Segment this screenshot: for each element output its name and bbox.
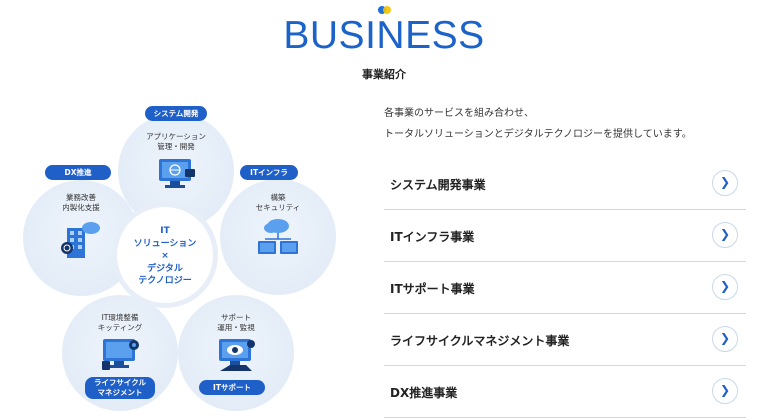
petal-caption: アプリケーション	[146, 132, 206, 141]
description-line: 各事業のサービスを組み合わせ、	[384, 108, 534, 119]
center-line: ×	[161, 251, 169, 261]
menu-item-label: ITサポート事業	[390, 282, 475, 296]
petal-caption: 業務改善	[66, 193, 96, 202]
chevron-right-icon[interactable]: ❯	[712, 326, 738, 352]
petal-caption: セキュリティ	[255, 203, 301, 212]
pill-it-support: ITサポート	[199, 380, 265, 395]
center-line: IT	[160, 226, 170, 236]
pill-lifecycle-management: ライフサイクル マネジメント	[85, 377, 155, 399]
menu-item-lifecycle-management[interactable]: ライフサイクルマネジメント事業 ❯	[384, 314, 746, 366]
menu-item-it-infra[interactable]: ITインフラ事業 ❯	[384, 210, 746, 262]
chevron-right-icon[interactable]: ❯	[712, 274, 738, 300]
center-line: ソリューション	[133, 238, 197, 249]
petal-it-infra: 構築 セキュリティ	[220, 179, 336, 295]
menu-item-label: システム開発事業	[390, 178, 486, 192]
pill-system-development: システム開発	[145, 106, 207, 121]
chevron-right-icon[interactable]: ❯	[712, 378, 738, 404]
section-title: BUSINESS	[283, 14, 485, 57]
center-line: テクノロジー	[138, 276, 192, 286]
section-subtitle: 事業紹介	[362, 68, 406, 81]
menu-item-it-support[interactable]: ITサポート事業 ❯	[384, 262, 746, 314]
cloud-server-icon	[258, 219, 298, 254]
pill-line: マネジメント	[97, 388, 143, 397]
business-menu: システム開発事業 ❯ ITインフラ事業 ❯ ITサポート事業 ❯ ライフサイクル…	[384, 158, 746, 418]
building-cloud-icon	[61, 222, 100, 258]
chevron-right-icon[interactable]: ❯	[712, 222, 738, 248]
logo-dots-icon	[378, 6, 392, 14]
petal-caption: 管理・開発	[157, 142, 195, 151]
petal-caption: 内製化支援	[62, 203, 100, 212]
business-description: 各事業のサービスを組み合わせ、 トータルソリューションとデジタルテクノロジーを提…	[384, 103, 692, 145]
diagram-center: IT ソリューション × デジタル テクノロジー	[117, 207, 213, 303]
petal-dx-promotion: 業務改善 内製化支援	[23, 180, 139, 296]
petal-caption: 構築	[270, 193, 286, 202]
petal-caption: 運用・監視	[217, 323, 255, 332]
petal-caption: IT環境整備	[101, 313, 139, 322]
menu-item-dx-promotion[interactable]: DX推進事業 ❯	[384, 366, 746, 418]
business-diagram: アプリケーション 管理・開発 システム開発 構築 セキュリティ ITインフラ	[0, 0, 336, 420]
menu-item-label: ITインフラ事業	[390, 230, 475, 244]
pill-line: ライフサイクル	[93, 378, 147, 387]
center-line: デジタル	[147, 263, 183, 274]
chevron-right-icon[interactable]: ❯	[712, 170, 738, 196]
petal-caption: サポート	[221, 313, 251, 322]
menu-item-label: ライフサイクルマネジメント事業	[390, 334, 570, 348]
petal-caption: キッティング	[97, 323, 143, 332]
monitor-gear-icon	[102, 339, 139, 370]
computer-monitor-icon	[159, 159, 195, 188]
menu-item-system-development[interactable]: システム開発事業 ❯	[384, 158, 746, 210]
menu-item-label: DX推進事業	[390, 386, 458, 400]
pill-dx-promotion: DX推進	[45, 165, 111, 180]
monitor-eye-icon	[219, 339, 255, 371]
pill-it-infra: ITインフラ	[240, 165, 298, 180]
description-line: トータルソリューションとデジタルテクノロジーを提供しています。	[384, 129, 692, 140]
